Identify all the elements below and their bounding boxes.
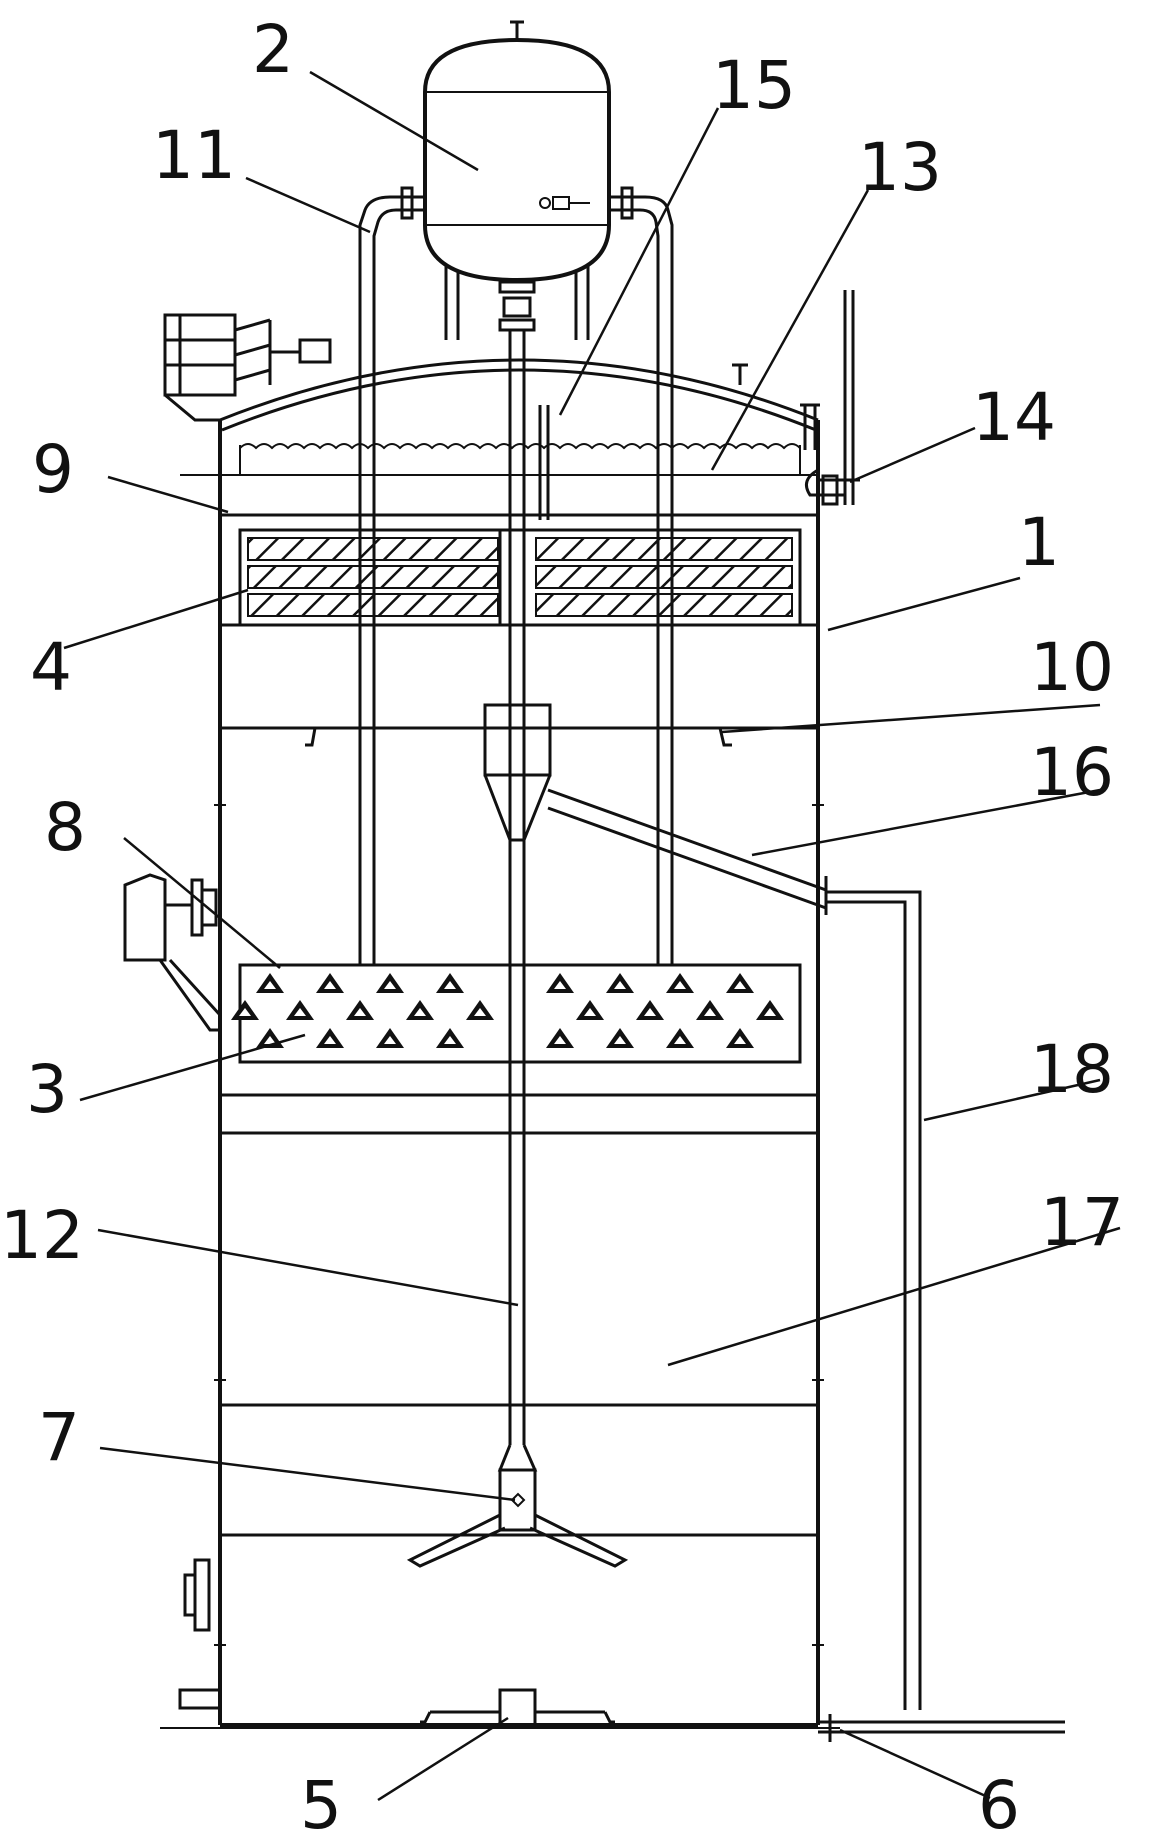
packing-element-hole (614, 981, 626, 989)
gas-pipes (358, 186, 674, 965)
three-phase-separator (305, 703, 828, 915)
label-11: 11 (152, 117, 236, 194)
label-17: 17 (1040, 1184, 1124, 1261)
packing-element-hole (324, 981, 336, 989)
label-4: 4 (30, 629, 72, 706)
packing-element-hole (414, 1008, 426, 1016)
overflow-pipe (804, 290, 860, 506)
bottom-valve (178, 1558, 222, 1710)
packing-element-hole (474, 1008, 486, 1016)
packing-bed (231, 963, 802, 1064)
gas-tank (423, 20, 611, 340)
packing-element-hole (584, 1008, 596, 1016)
packing-element-hole (644, 1008, 656, 1016)
label-18: 18 (1030, 1031, 1114, 1108)
packing-element-hole (554, 981, 566, 989)
label-7: 7 (38, 1399, 80, 1476)
label-9: 9 (32, 431, 74, 508)
leader-lines (63, 70, 1121, 1802)
label-15: 15 (712, 47, 796, 124)
central-pipe (508, 330, 526, 1445)
packing-element-hole (264, 1036, 276, 1044)
label-10: 10 (1030, 629, 1114, 706)
packing-element-hole (704, 1008, 716, 1016)
packing-element-hole (554, 1036, 566, 1044)
weir-plate (239, 405, 801, 520)
packing-element-hole (614, 1036, 626, 1044)
label-2: 2 (252, 11, 294, 88)
label-8: 8 (44, 789, 86, 866)
packing-element-hole (444, 1036, 456, 1044)
platform (163, 313, 332, 422)
label-6: 6 (978, 1767, 1020, 1834)
packing-element-hole (674, 981, 686, 989)
label-5: 5 (300, 1767, 342, 1834)
packing-element-hole (384, 981, 396, 989)
packing-element-hole (674, 1036, 686, 1044)
packing-element-hole (444, 981, 456, 989)
label-12: 12 (0, 1197, 84, 1274)
packing-element-hole (734, 1036, 746, 1044)
packing-element-hole (734, 981, 746, 989)
packing-element-hole (354, 1008, 366, 1016)
packing-element-hole (239, 1008, 251, 1016)
part-labels: 2 11 15 13 14 9 1 4 10 16 8 18 3 12 17 7… (0, 11, 1124, 1834)
label-14: 14 (972, 379, 1056, 456)
label-13: 13 (858, 129, 942, 206)
external-pipe (818, 890, 1065, 1742)
packing-element-hole (294, 1008, 306, 1016)
label-1: 1 (1018, 504, 1060, 581)
bottom-distributor (420, 1688, 615, 1727)
dome-roof (219, 358, 820, 450)
packing-element-hole (324, 1036, 336, 1044)
label-3: 3 (26, 1051, 68, 1128)
packing-element-hole (264, 981, 276, 989)
packing-element-hole (764, 1008, 776, 1016)
filter-layer (238, 528, 802, 627)
label-16: 16 (1030, 734, 1114, 811)
packing-element-hole (384, 1036, 396, 1044)
stirrer (406, 1444, 629, 1568)
side-valve (123, 873, 222, 1032)
